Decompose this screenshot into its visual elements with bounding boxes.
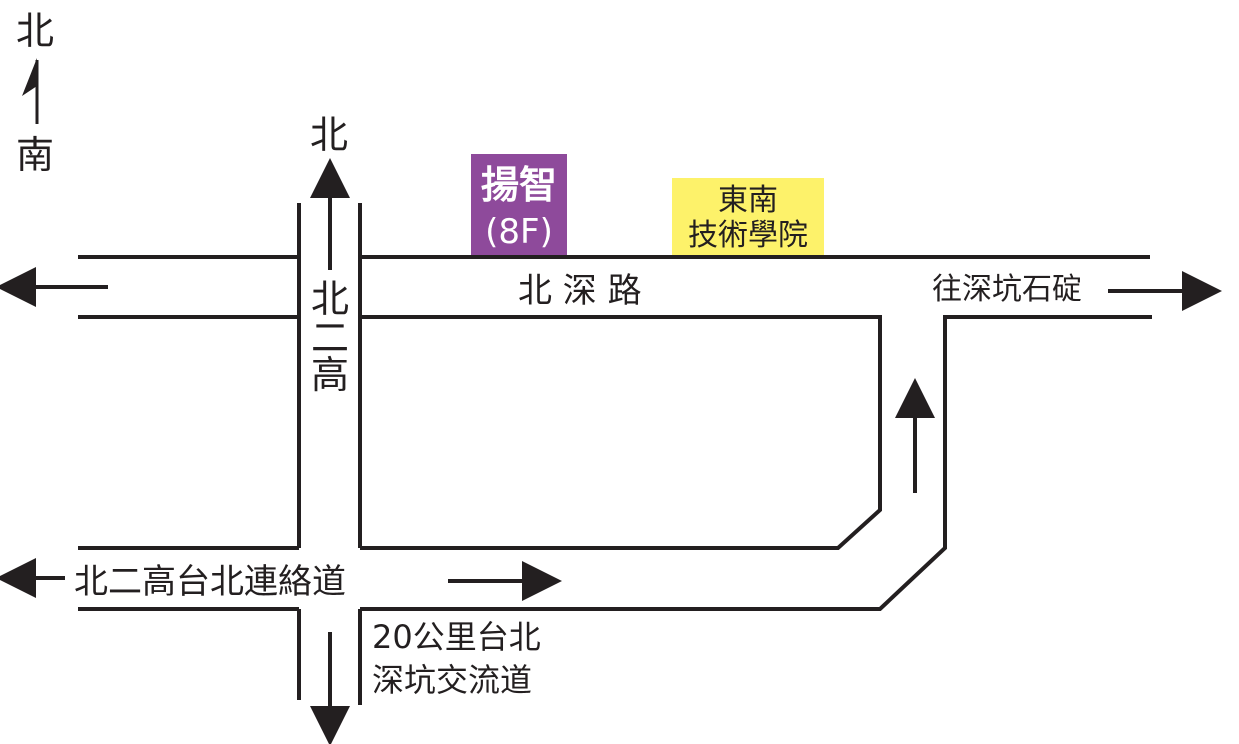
highway-name-char-3: 高 <box>311 353 349 397</box>
highway-name-char-2: 二 <box>311 316 349 360</box>
landmark-tungnan: 東南 技術學院 <box>672 178 824 255</box>
loop-inner-edge <box>360 315 882 550</box>
beishen-road-label: 北 深 路 <box>518 271 642 311</box>
highway-vertical-name: 北 二 高 <box>311 277 349 397</box>
road-network <box>78 203 1152 705</box>
landmark-tungnan-line1: 東南 <box>718 183 778 218</box>
connector-road-label: 北二高台北連絡道 <box>74 562 346 602</box>
ramp-outer-edge <box>360 315 1152 611</box>
compass-north-label: 北 <box>16 9 54 53</box>
landmark-yangzhi-name: 揚智 <box>481 162 557 207</box>
compass-arrow-icon <box>22 58 37 96</box>
interchange-label-line1: 20公里台北 <box>372 618 541 656</box>
direction-arrows <box>0 158 1222 744</box>
compass-south-label: 南 <box>16 133 54 177</box>
landmark-yangzhi-floor: (8F) <box>485 212 553 252</box>
highway-name-char-1: 北 <box>311 277 349 321</box>
compass: 北 南 <box>16 9 54 177</box>
highway-north-label: 北 <box>310 113 348 157</box>
landmark-yangzhi-box <box>471 154 567 255</box>
landmark-tungnan-line2: 技術學院 <box>688 218 808 253</box>
to-shenkeng-shiding-label: 往深坑石碇 <box>932 272 1082 307</box>
landmark-yangzhi: 揚智 (8F) <box>471 154 567 255</box>
landmark-tungnan-box <box>672 178 824 255</box>
interchange-label-line2: 深坑交流道 <box>372 661 532 699</box>
